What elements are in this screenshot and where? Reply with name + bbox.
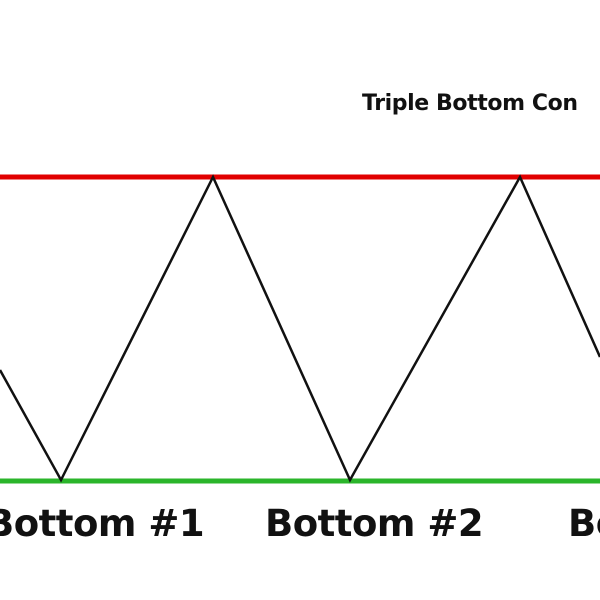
price-zigzag-line bbox=[0, 174, 600, 483]
bottom-1-label: Bottom #1 bbox=[0, 502, 205, 545]
bottom-3-label: Bottom #3 bbox=[568, 502, 600, 545]
bottom-2-label: Bottom #2 bbox=[265, 502, 484, 545]
diagram-title: Triple Bottom Con bbox=[362, 91, 578, 116]
